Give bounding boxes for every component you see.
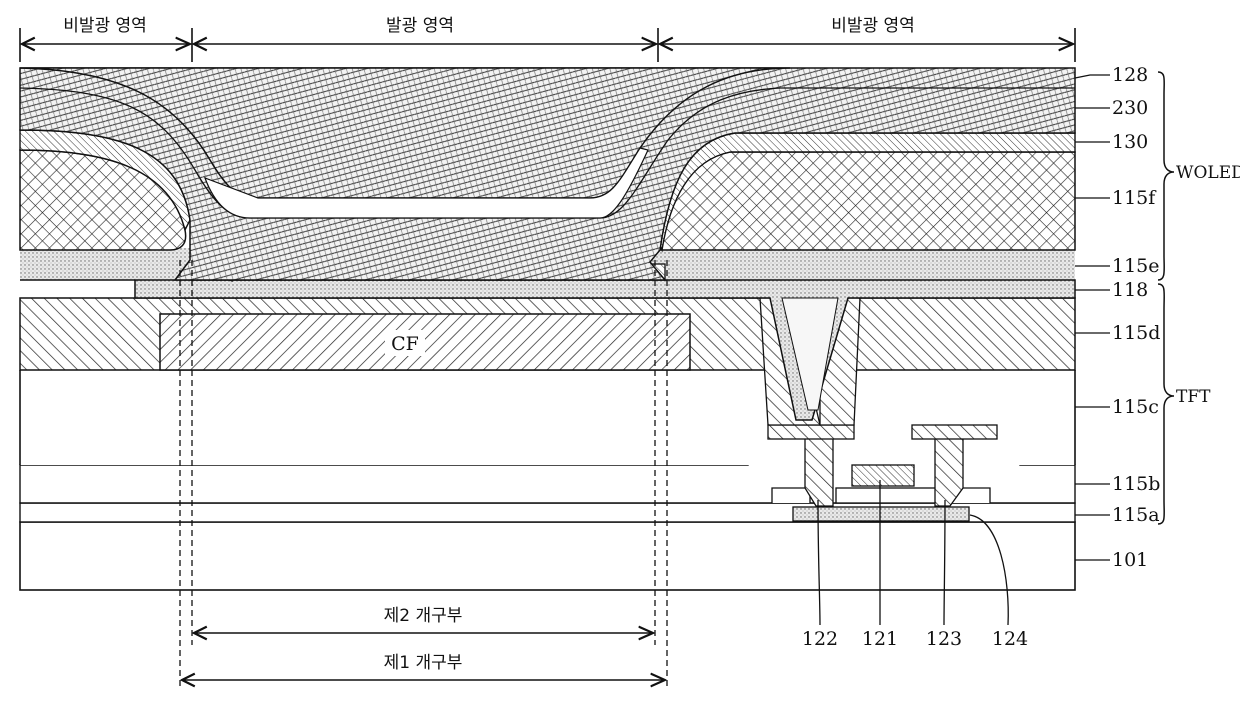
ref-118: 118 bbox=[1112, 279, 1148, 301]
ref-123: 123 bbox=[926, 628, 962, 650]
source-electrode-122 bbox=[805, 438, 833, 506]
bank-115f-right bbox=[660, 152, 1075, 250]
ref-124: 124 bbox=[992, 628, 1028, 650]
ref-115f: 115f bbox=[1112, 187, 1157, 209]
ref-230: 230 bbox=[1112, 97, 1148, 119]
ref-115c: 115c bbox=[1112, 396, 1159, 418]
ref-130: 130 bbox=[1112, 131, 1148, 153]
region-label-right-non-emitting: 비발광 영역 bbox=[831, 16, 915, 36]
ref-115a: 115a bbox=[1112, 504, 1160, 526]
active-layer-124 bbox=[793, 507, 969, 521]
region-label-emitting: 발광 영역 bbox=[386, 16, 454, 36]
ref-115b: 115b bbox=[1112, 473, 1160, 495]
ref-115e: 115e bbox=[1112, 255, 1160, 277]
ref-122: 122 bbox=[802, 628, 838, 650]
ref-115d: 115d bbox=[1112, 322, 1160, 344]
woled-brace bbox=[1158, 72, 1174, 280]
tft-label: TFT bbox=[1176, 387, 1211, 407]
ref-128: 128 bbox=[1112, 64, 1148, 86]
reference-leaders bbox=[1075, 75, 1110, 560]
ref-121: 121 bbox=[862, 628, 898, 650]
ref-101: 101 bbox=[1112, 549, 1148, 571]
gate-electrode-121 bbox=[852, 465, 914, 486]
substrate-layer bbox=[20, 522, 1075, 590]
color-filter-label: CF bbox=[391, 333, 419, 355]
first-opening-label: 제1 개구부 bbox=[384, 653, 463, 673]
region-label-left-non-emitting: 비발광 영역 bbox=[63, 16, 147, 36]
layer-115c bbox=[20, 370, 1075, 465]
second-opening-label: 제2 개구부 bbox=[384, 606, 463, 626]
woled-label: WOLED bbox=[1176, 163, 1240, 183]
